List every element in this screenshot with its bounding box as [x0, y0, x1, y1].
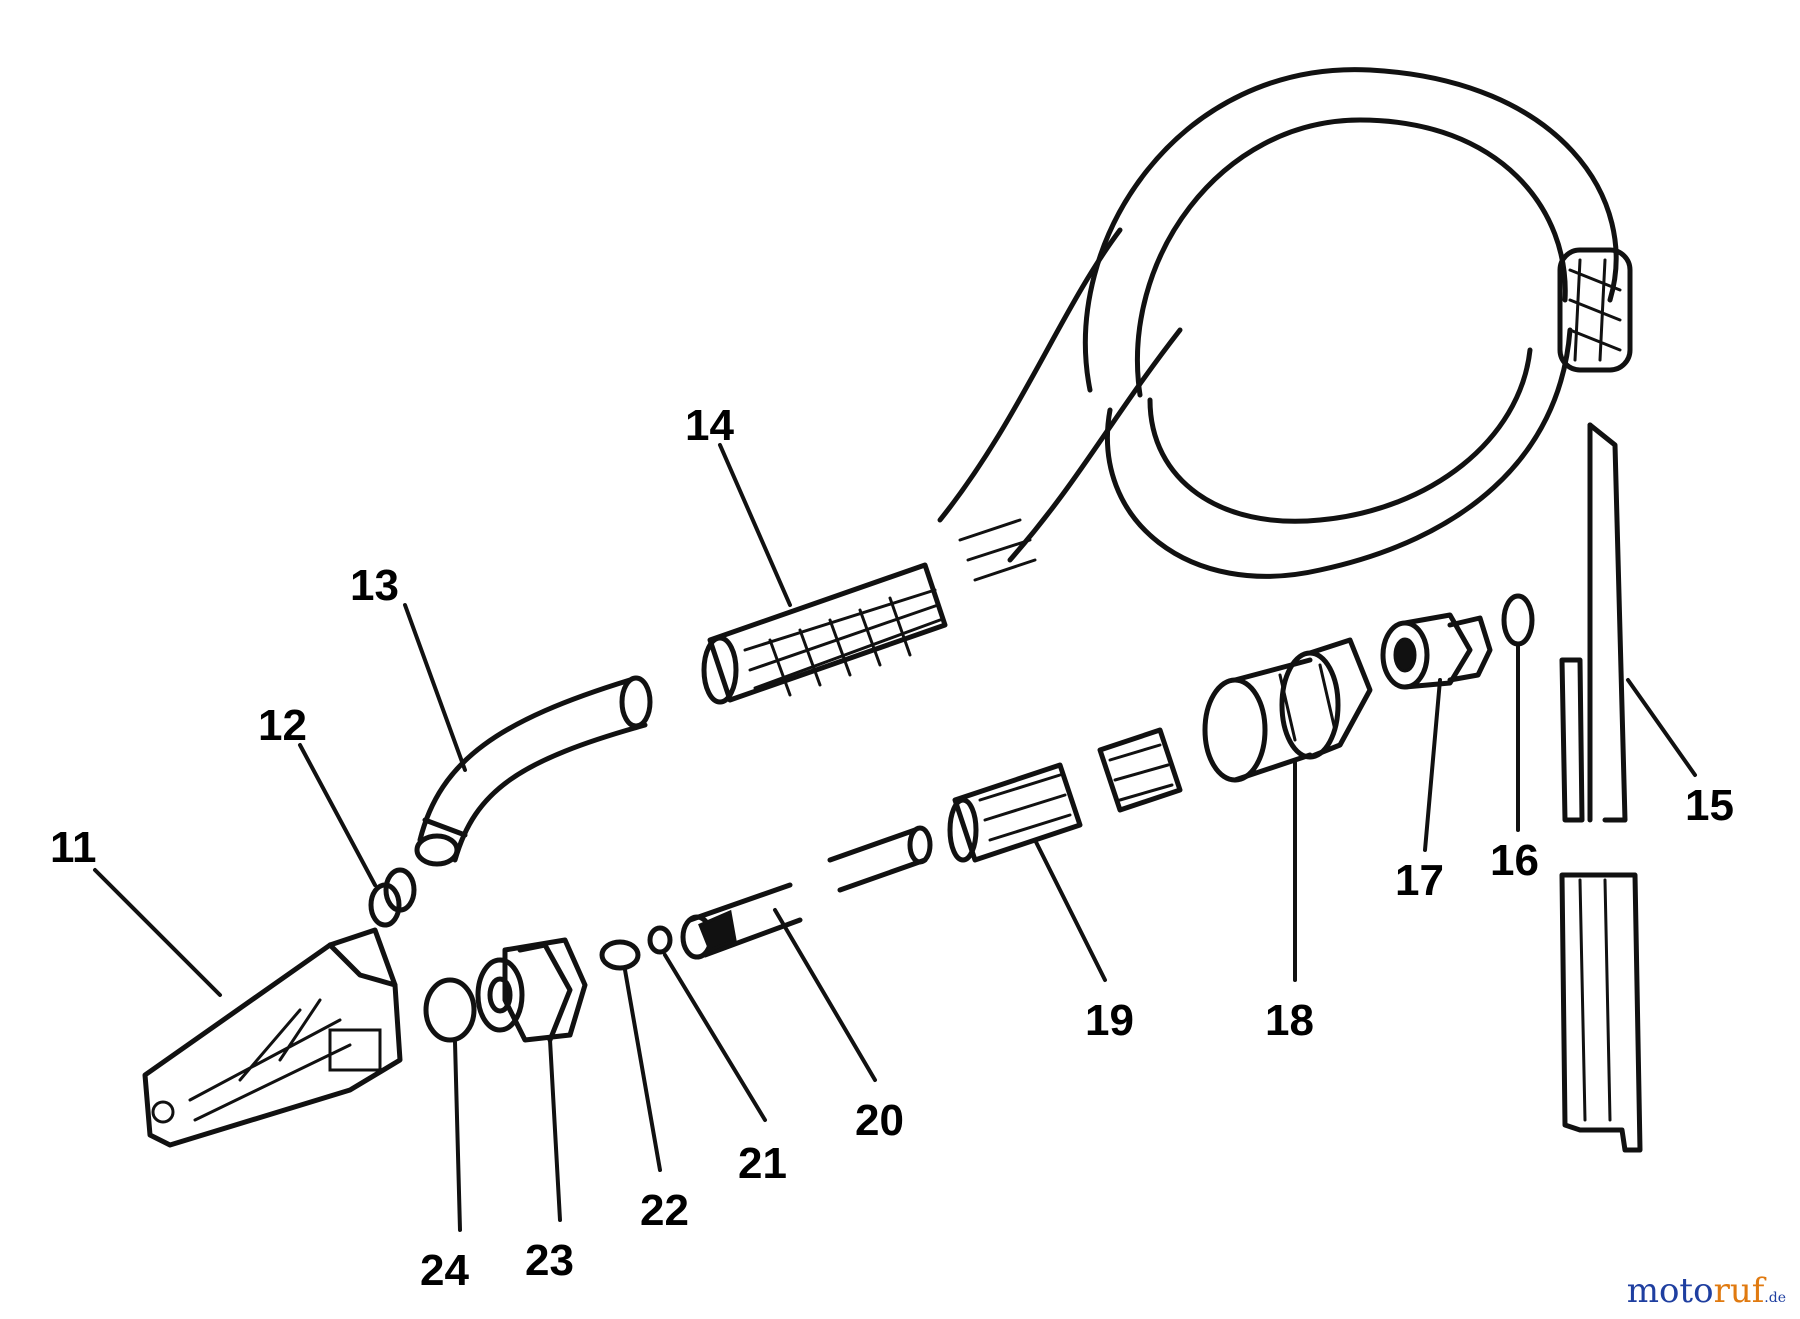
nipple-17 [1380, 612, 1493, 690]
leader-17 [1423, 678, 1442, 852]
callout-19: 19 [1085, 996, 1134, 1045]
hex-fitting-23 [475, 937, 588, 1043]
bent-tube [414, 675, 653, 867]
callout-12: 12 [258, 701, 307, 750]
callout-24: 24 [420, 1246, 469, 1295]
callout-20: 20 [855, 1096, 904, 1145]
hose-coil [937, 67, 1633, 582]
braided-sleeve [947, 727, 1183, 863]
leader-21 [663, 953, 767, 1122]
o-rings [368, 867, 417, 928]
watermark-text-b: ruf [1713, 1271, 1765, 1311]
seal-22 [599, 939, 641, 971]
braided-hose [701, 562, 948, 705]
washer-24 [423, 977, 477, 1043]
leader-14 [718, 443, 792, 607]
callout-13: 13 [350, 561, 399, 610]
leader-19 [1033, 838, 1107, 982]
washer-16 [1501, 593, 1535, 647]
callout-11: 11 [50, 823, 97, 872]
connector-18 [1202, 637, 1373, 783]
site-watermark: motoruf.de [1627, 1271, 1786, 1311]
leader-13 [403, 603, 467, 772]
leader-24 [453, 1040, 462, 1232]
leader-20 [773, 908, 877, 1082]
callout-15: 15 [1685, 781, 1734, 830]
callout-18: 18 [1265, 996, 1314, 1045]
rod-15 [1559, 422, 1643, 1153]
leader-11 [93, 868, 222, 997]
leader-22 [623, 968, 662, 1172]
nozzle-body [142, 927, 403, 1148]
seal-21 [647, 925, 673, 955]
callout-22: 22 [640, 1186, 689, 1235]
watermark-text-c: .de [1764, 1290, 1786, 1306]
callout-21: 21 [738, 1139, 787, 1188]
callouts: 11 12 13 14 15 16 17 18 19 20 21 22 23 2… [50, 401, 1734, 1295]
callout-23: 23 [525, 1236, 574, 1285]
leader-23 [548, 1038, 562, 1222]
leader-12 [298, 743, 377, 887]
callout-16: 16 [1490, 836, 1539, 885]
watermark-text-a: moto [1626, 1271, 1714, 1311]
callout-17: 17 [1395, 856, 1444, 905]
callout-14: 14 [685, 401, 734, 450]
leader-lines [93, 443, 1697, 1232]
lance-tube [680, 825, 933, 960]
leader-15 [1626, 678, 1697, 777]
